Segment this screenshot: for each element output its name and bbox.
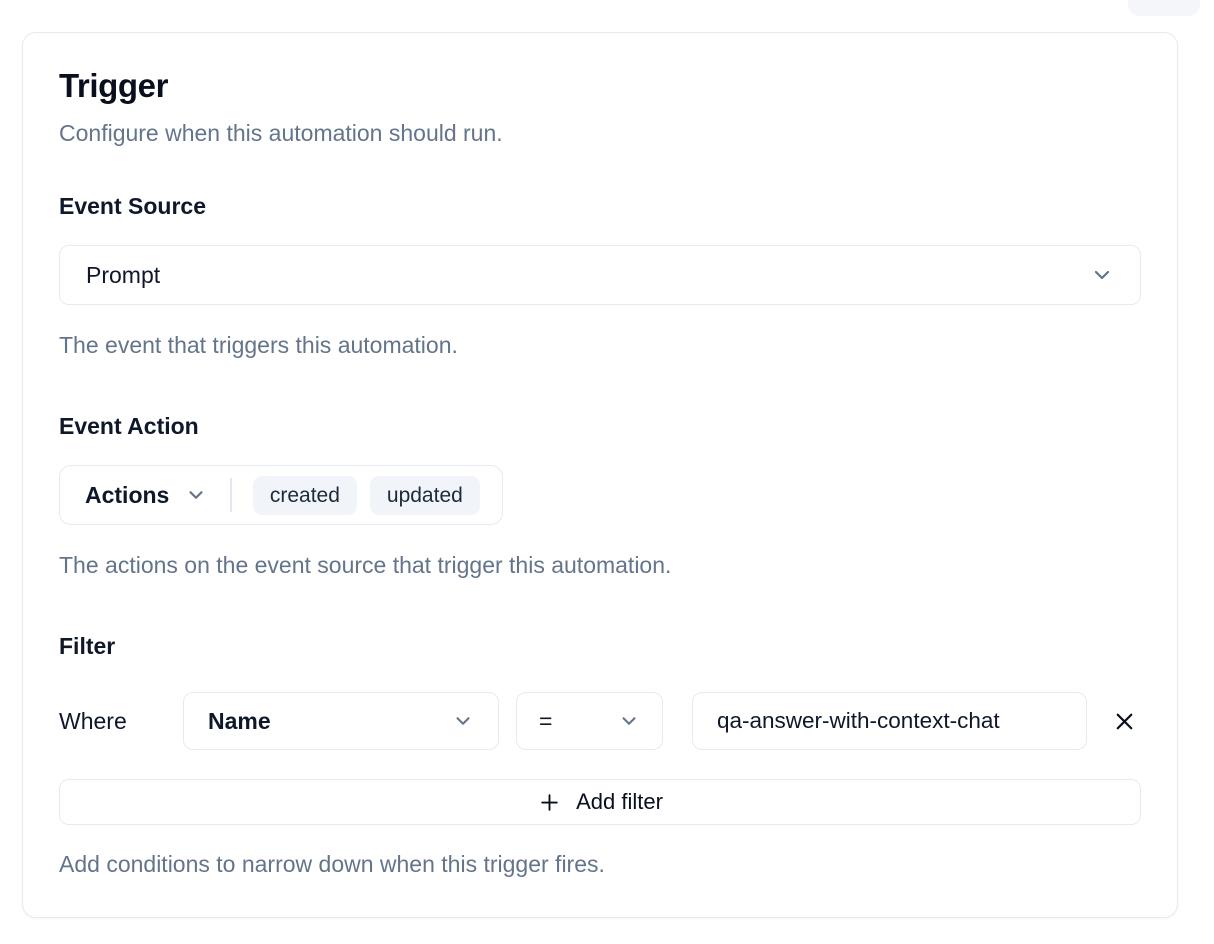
- event-action-label: Event Action: [59, 413, 199, 439]
- filter-field-select[interactable]: Name: [183, 692, 499, 750]
- chevron-down-icon: [452, 710, 474, 732]
- filter-helper: Add conditions to narrow down when this …: [59, 851, 605, 877]
- event-action-control: Actions created updated: [59, 465, 503, 525]
- action-badge-created: created: [252, 475, 357, 515]
- filter-condition-row: Where Name =: [59, 692, 1141, 750]
- remove-filter-button[interactable]: [1107, 704, 1141, 738]
- event-source-helper: The event that triggers this automation.: [59, 332, 458, 358]
- chevron-down-icon: [1090, 263, 1114, 287]
- event-source-select[interactable]: Prompt: [59, 245, 1141, 305]
- actions-dropdown[interactable]: Actions: [85, 482, 207, 509]
- add-filter-button-label: Add filter: [576, 789, 663, 814]
- where-label: Where: [59, 707, 127, 734]
- filter-operator-select[interactable]: =: [516, 692, 663, 750]
- actions-dropdown-label: Actions: [85, 481, 170, 508]
- chevron-down-icon: [185, 484, 207, 506]
- event-source-label: Event Source: [59, 193, 206, 219]
- page-title: Trigger: [59, 67, 169, 104]
- plus-icon: [537, 790, 562, 815]
- filter-operator-selected-value: =: [539, 707, 553, 734]
- filter-field-selected-value: Name: [208, 707, 271, 734]
- add-filter-button[interactable]: Add filter: [59, 779, 1141, 825]
- close-icon: [1111, 708, 1138, 735]
- event-source-selected-value: Prompt: [86, 261, 161, 288]
- filter-value-input[interactable]: [692, 692, 1087, 750]
- trigger-card: Trigger Configure when this automation s…: [22, 32, 1178, 918]
- event-action-helper: The actions on the event source that tri…: [59, 552, 672, 578]
- partial-offscreen-element: [1128, 0, 1200, 16]
- page-subtitle: Configure when this automation should ru…: [59, 120, 503, 146]
- action-badge-updated: updated: [369, 475, 480, 515]
- filter-label: Filter: [59, 633, 116, 659]
- chevron-down-icon: [618, 710, 640, 732]
- vertical-divider: [230, 478, 232, 512]
